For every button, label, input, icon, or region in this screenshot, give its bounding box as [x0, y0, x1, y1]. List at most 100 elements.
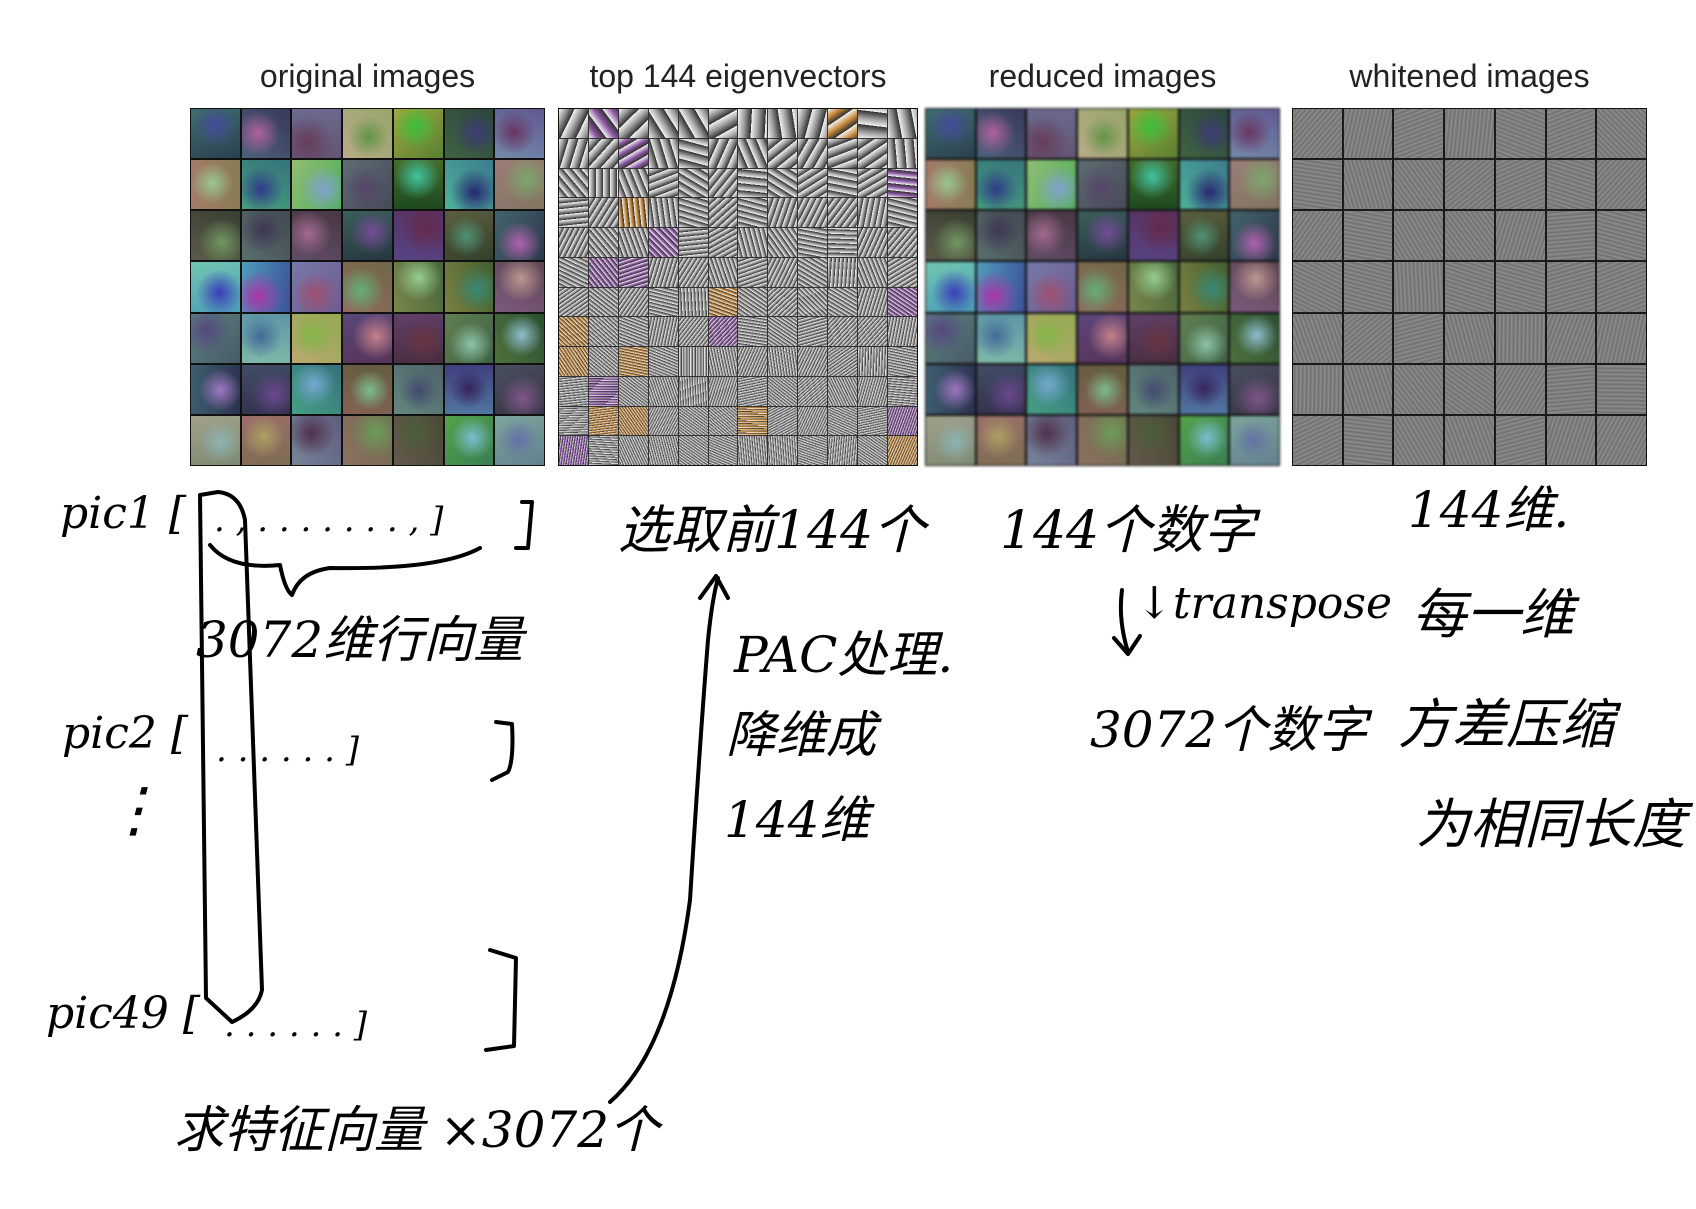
eigenvector-thumb — [888, 257, 917, 287]
reduced-image-thumb — [926, 262, 975, 312]
eigenvector-thumb — [888, 347, 917, 376]
whitened-image-thumb — [1293, 415, 1342, 465]
whitened-image-thumb — [1293, 262, 1342, 312]
arrow-to-eigen — [608, 576, 720, 1104]
reduced-3072-numbers-note: 3072个数字 — [1090, 701, 1368, 759]
eigenvectors-grid — [558, 108, 918, 466]
panel-title-eigenvectors: top 144 eigenvectors — [589, 58, 887, 94]
eigenvector-thumb — [559, 257, 588, 287]
eigenvector-thumb — [559, 406, 588, 436]
eigenvector-thumb — [738, 376, 768, 406]
pca-process-note: PAC处理. — [734, 626, 954, 684]
reduced-image-thumb — [926, 211, 975, 261]
eigenvector-thumb — [588, 168, 618, 198]
eigenvector-thumb — [888, 287, 917, 317]
original-image-thumb — [393, 364, 443, 414]
original-image-thumb — [495, 364, 544, 414]
eigenvector-thumb — [678, 287, 708, 317]
reduced-image-thumb — [1128, 262, 1178, 312]
whitened-image-thumb — [1445, 262, 1494, 312]
reduced-image-thumb — [1128, 211, 1178, 261]
eigenvector-thumb — [588, 347, 618, 376]
original-image-thumb — [292, 109, 342, 159]
whitened-image-thumb — [1597, 211, 1646, 261]
eigenvector-thumb — [828, 168, 858, 198]
eigenvector-thumb — [858, 406, 888, 436]
eigenvector-thumb — [708, 109, 738, 138]
eigenvector-thumb — [708, 436, 738, 465]
eigenvector-thumb — [648, 257, 678, 287]
whitened-image-thumb — [1394, 313, 1444, 363]
eigenvector-thumb — [828, 198, 858, 227]
original-image-thumb — [343, 415, 392, 465]
whitened-image-thumb — [1343, 313, 1393, 363]
reduced-image-thumb — [1027, 262, 1077, 312]
whitened-image-thumb — [1495, 364, 1545, 414]
whitened-image-thumb — [1394, 415, 1444, 465]
original-image-thumb — [444, 262, 494, 312]
whitened-image-thumb — [1343, 262, 1393, 312]
reduced-image-thumb — [926, 364, 975, 414]
whitened-image-thumb — [1394, 160, 1444, 210]
eigenvector-thumb — [888, 376, 917, 406]
original-image-thumb — [241, 364, 291, 414]
whitened-144-dim-note: 144维. — [1408, 481, 1570, 539]
original-image-thumb — [343, 364, 392, 414]
whitened-image-thumb — [1546, 160, 1596, 210]
reduced-image-thumb — [1179, 415, 1229, 465]
original-image-thumb — [241, 262, 291, 312]
eigenvector-thumb — [648, 168, 678, 198]
pic2-row-values: . . . . . . ] — [216, 730, 359, 770]
whitened-image-thumb — [1293, 109, 1342, 159]
eigenvector-thumb — [858, 138, 888, 168]
eigenvector-thumb — [738, 287, 768, 317]
eigenvector-thumb — [768, 317, 798, 346]
reduced-image-thumb — [1078, 160, 1127, 210]
whitened-image-thumb — [1597, 160, 1646, 210]
eigenvector-thumb — [708, 198, 738, 227]
eigenvector-thumb — [888, 168, 917, 198]
reduced-image-thumb — [1128, 109, 1178, 159]
reduced-image-thumb — [1078, 109, 1127, 159]
original-image-thumb — [191, 364, 240, 414]
whitened-image-thumb — [1293, 313, 1342, 363]
eigenvector-thumb — [648, 347, 678, 376]
reduced-image-thumb — [926, 313, 975, 363]
original-image-thumb — [444, 109, 494, 159]
eigenvector-thumb — [738, 347, 768, 376]
pic2-close-bracket — [490, 720, 515, 782]
eigenvector-thumb — [648, 436, 678, 465]
eigenvector-thumb — [648, 109, 678, 138]
pic49-close-bracket — [484, 948, 518, 1052]
vector-3072-label: 3072维行向量 — [196, 611, 524, 669]
eigenvector-thumb — [618, 228, 648, 257]
whitened-image-thumb — [1597, 313, 1646, 363]
eigenvector-thumb — [678, 198, 708, 227]
eigenvector-thumb — [828, 317, 858, 346]
eigenvector-thumb — [798, 168, 828, 198]
reduced-image-thumb — [926, 160, 975, 210]
reduced-image-thumb — [976, 160, 1026, 210]
eigenvector-thumb — [588, 228, 618, 257]
original-images-grid — [190, 108, 545, 466]
eigenvector-thumb — [738, 257, 768, 287]
reduced-image-thumb — [926, 415, 975, 465]
eigenvector-thumb — [588, 138, 618, 168]
pic1-label: pic1 [ — [60, 488, 187, 539]
whitened-image-thumb — [1597, 415, 1646, 465]
whitened-image-thumb — [1343, 415, 1393, 465]
reduced-image-thumb — [976, 211, 1026, 261]
eigenvector-thumb — [618, 109, 648, 138]
eigenvector-thumb — [559, 376, 588, 406]
reduced-image-thumb — [1027, 160, 1077, 210]
reduced-144-numbers-note: 144个数字 — [1000, 501, 1256, 561]
eigenvector-thumb — [798, 436, 828, 465]
eigenvector-thumb — [708, 138, 738, 168]
eigenvector-thumb — [708, 317, 738, 346]
original-image-thumb — [393, 160, 443, 210]
pic1-row-values: . , . . . . . . . , ] — [214, 500, 444, 540]
reduced-image-thumb — [1078, 211, 1127, 261]
transpose-arrow — [1118, 588, 1130, 654]
dim-144-note: 144维 — [724, 791, 870, 849]
reduced-image-thumb — [1027, 109, 1077, 159]
